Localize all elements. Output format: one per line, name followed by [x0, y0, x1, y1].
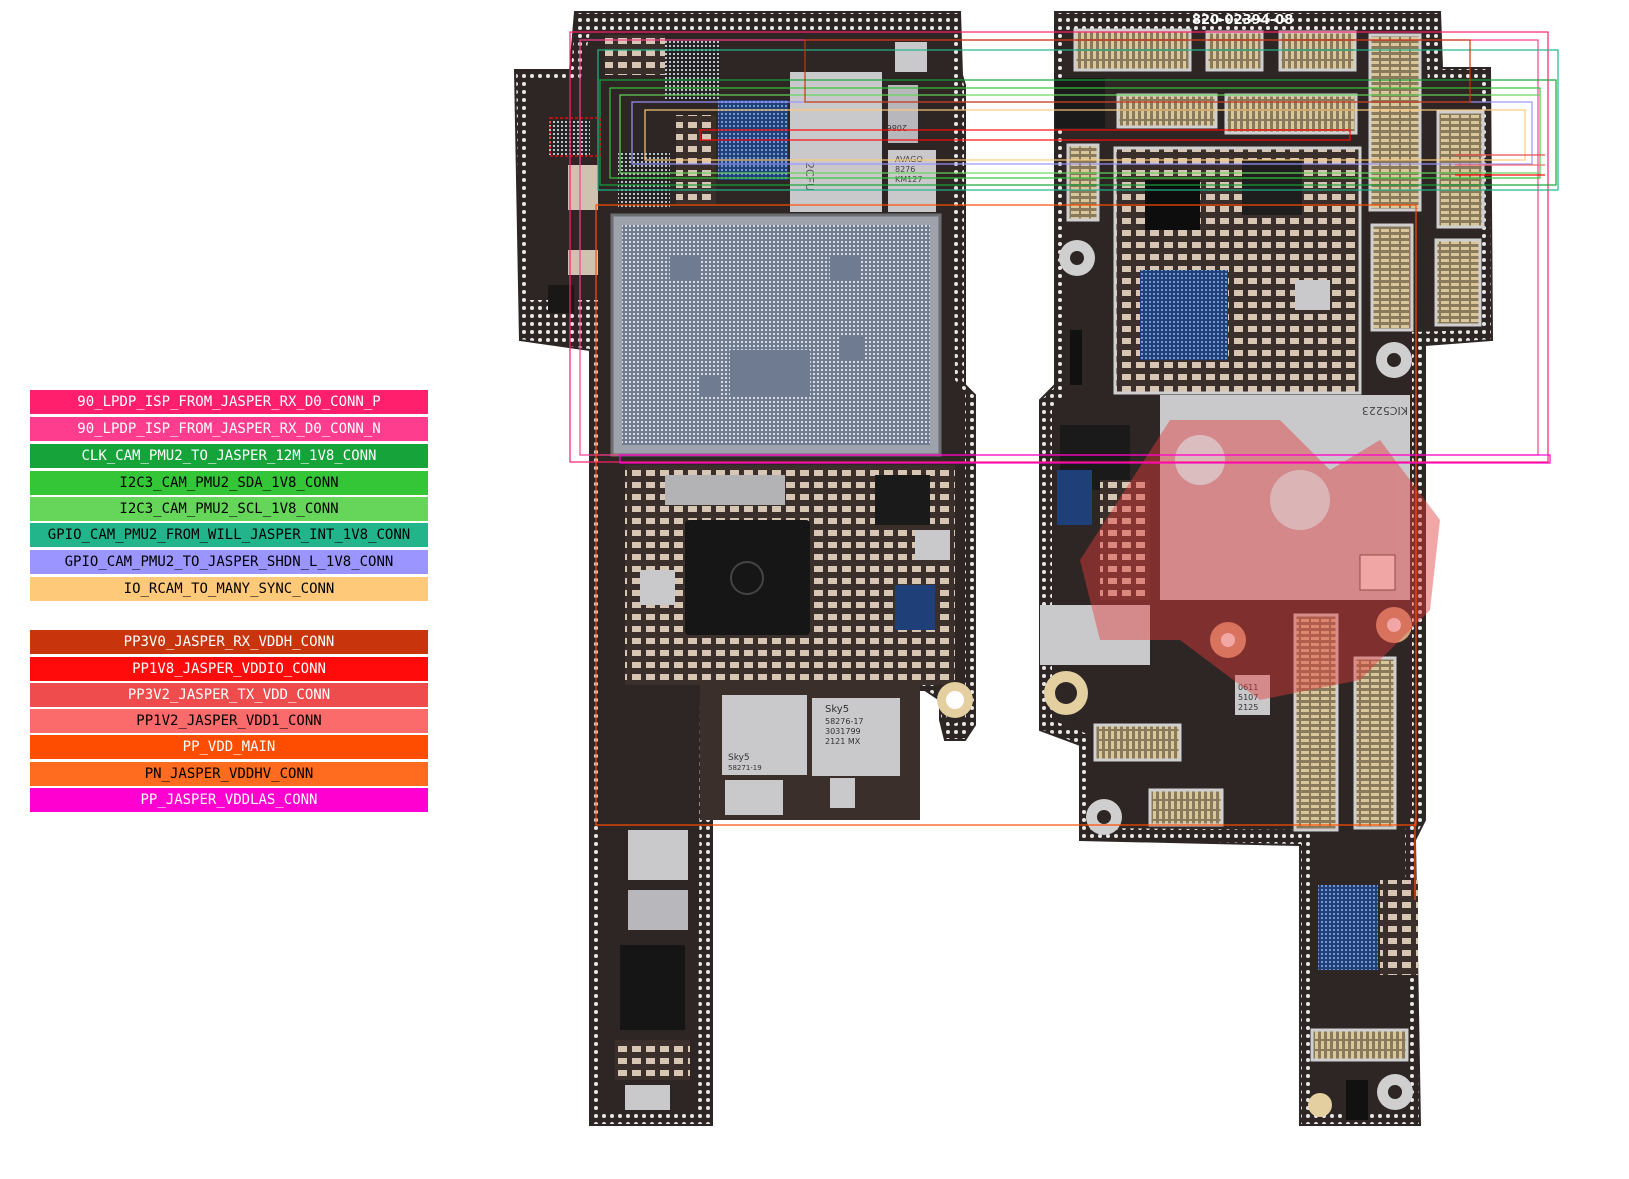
- apple-logo-mark: [1308, 1093, 1332, 1117]
- right-side-connector: [1368, 33, 1422, 212]
- legend-item-clk-cam-pmu2: CLK_CAM_PMU2_TO_JASPER_12M_1V8_CONN: [30, 444, 428, 468]
- left-sky5-chip-a: [722, 695, 807, 775]
- legend-item-i2c3-scl: I2C3_CAM_PMU2_SCL_1V8_CONN: [30, 497, 428, 521]
- legend-item-pp3v0-rx-vddh: PP3V0_JASPER_RX_VDDH_CONN: [30, 630, 428, 654]
- legend-item-pp1v8-vddio: PP1V8_JASPER_VDDIO_CONN: [30, 657, 428, 681]
- svg-text:Sky5: Sky5: [825, 704, 849, 715]
- net-trace-overlay: [549, 31, 1559, 900]
- svg-text:2125: 2125: [1238, 703, 1258, 712]
- right-tail-blue-chip: [1318, 885, 1378, 970]
- svg-text:KM127: KM127: [895, 175, 922, 184]
- left-sky5-chip-b: [812, 698, 900, 776]
- legend-item-lpdp-rx-d0-n: 90_LPDP_ISP_FROM_JASPER_RX_D0_CONN_N: [30, 417, 428, 441]
- svg-text:8276: 8276: [895, 165, 915, 174]
- legend-item-gpio-jasper-int: GPIO_CAM_PMU2_FROM_WILL_JASPER_INT_1V8_C…: [30, 523, 428, 547]
- legend-item-i2c3-sda: I2C3_CAM_PMU2_SDA_1V8_CONN: [30, 471, 428, 495]
- right-lower-connector-b: [1353, 656, 1397, 830]
- right-blue-chip: [1140, 270, 1228, 360]
- legend-item-gpio-jasper-shdn: GPIO_CAM_PMU2_TO_JASPER_SHDN_L_1V8_CONN: [30, 550, 428, 574]
- left-board: 2CFU AVAGO 8276 KM127 2086 Sky5 58276-17…: [513, 11, 976, 1126]
- right-board: 820-02394-08 KIC5223: [1039, 11, 1494, 1126]
- svg-text:2121 MX: 2121 MX: [825, 737, 861, 746]
- left-tail-chip: [620, 945, 685, 1030]
- legend-item-io-rcam-sync: IO_RCAM_TO_MANY_SYNC_CONN: [30, 577, 428, 601]
- legend-item-pp-vddlas: PP_JASPER_VDDLAS_CONN: [30, 788, 428, 812]
- legend-item-pn-vddhv: PN_JASPER_VDDHV_CONN: [30, 762, 428, 786]
- svg-text:KIC5223: KIC5223: [1362, 404, 1408, 417]
- svg-text:Sky5: Sky5: [728, 753, 750, 763]
- svg-text:5107: 5107: [1238, 693, 1258, 702]
- svg-text:2CFU: 2CFU: [803, 162, 816, 191]
- svg-text:3031799: 3031799: [825, 727, 861, 736]
- svg-text:2086: 2086: [887, 123, 907, 132]
- right-lower-connector-a: [1293, 613, 1339, 832]
- svg-text:0611: 0611: [1238, 683, 1258, 692]
- watermark-logo: [1080, 420, 1440, 700]
- left-apple-chip: [685, 520, 810, 635]
- svg-text:58276-17: 58276-17: [825, 717, 864, 726]
- svg-text:58271-19: 58271-19: [728, 764, 762, 772]
- legend-item-pp1v2-vdd1: PP1V2_JASPER_VDD1_CONN: [30, 709, 428, 733]
- legend-item-pp3v2-tx-vdd: PP3V2_JASPER_TX_VDD_CONN: [30, 683, 428, 707]
- legend-item-lpdp-rx-d0-p: 90_LPDP_ISP_FROM_JASPER_RX_D0_CONN_P: [30, 390, 428, 414]
- legend-item-pp-vdd-main: PP_VDD_MAIN: [30, 735, 428, 759]
- part-number-label: 820-02394-08: [1192, 13, 1293, 28]
